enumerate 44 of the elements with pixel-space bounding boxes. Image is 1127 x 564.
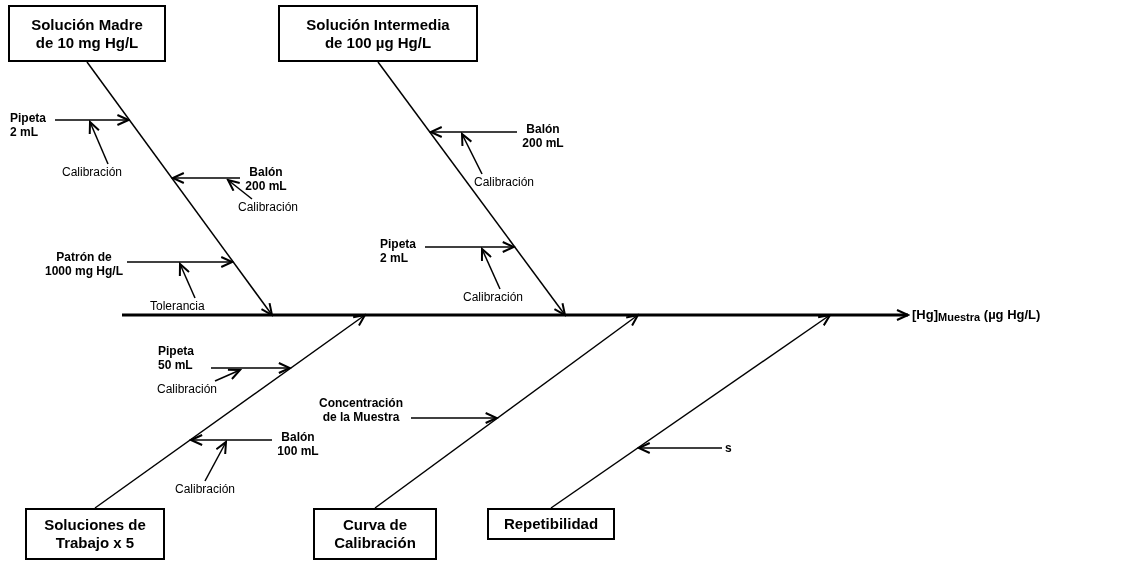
arrow	[214, 368, 241, 382]
arrow	[480, 248, 501, 290]
cause-label: Pipeta 2 mL	[380, 237, 422, 266]
cause-label: Balón 200 mL	[243, 165, 289, 194]
category-box: Soluciones de Trabajo x 5	[25, 508, 165, 560]
arrow	[429, 126, 518, 138]
sub-cause-label: Calibración	[157, 382, 218, 397]
arrow	[171, 172, 241, 184]
branch-arrow	[377, 61, 566, 316]
effect-label: [Hg]$_{Muestra}$ (µg Hg/L)	[912, 303, 1041, 329]
branch-arrow	[86, 61, 273, 316]
cause-label: Patrón de 1000 mg Hg/L	[44, 250, 124, 279]
arrow	[210, 362, 291, 374]
category-box: Solución Intermedia de 100 µg Hg/L	[278, 5, 478, 62]
spine-arrow	[122, 309, 909, 321]
sub-cause-label: Calibración	[474, 175, 535, 190]
sub-cause-label: Calibración	[175, 482, 236, 497]
sub-cause-label: Tolerancia	[150, 299, 205, 314]
category-box: Solución Madre de 10 mg Hg/L	[8, 5, 166, 62]
sub-cause-label: Calibración	[238, 200, 299, 215]
arrow	[126, 256, 234, 268]
category-box: Curva de Calibración	[313, 508, 437, 560]
arrow	[88, 121, 109, 165]
arrow	[54, 114, 130, 126]
branch-arrow	[374, 314, 639, 509]
arrow	[424, 241, 515, 253]
cause-label: Concentración de la Muestra	[314, 396, 408, 425]
cause-label: Balón 100 mL	[275, 430, 321, 459]
arrow	[637, 442, 723, 454]
arrow	[190, 434, 273, 446]
cause-label: s	[725, 441, 737, 456]
sub-cause-label: Calibración	[463, 290, 524, 305]
category-box: Repetibilidad	[487, 508, 615, 540]
arrow	[204, 441, 227, 482]
cause-label: Pipeta 50 mL	[158, 344, 208, 373]
branch-arrow	[550, 314, 831, 509]
sub-cause-label: Calibración	[62, 165, 123, 180]
cause-label: Balón 200 mL	[520, 122, 566, 151]
arrow	[410, 412, 498, 424]
arrow	[178, 263, 196, 299]
cause-label: Pipeta 2 mL	[10, 111, 52, 140]
branch-arrow	[94, 314, 366, 509]
arrow	[461, 133, 483, 175]
arrow	[227, 179, 253, 200]
